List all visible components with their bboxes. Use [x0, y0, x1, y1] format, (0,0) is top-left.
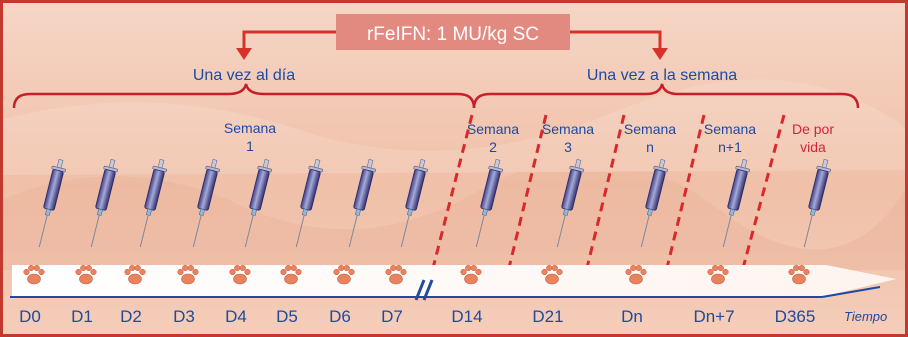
period-label-line: 3: [564, 139, 572, 155]
period-label-line: n+1: [718, 139, 742, 155]
day-label: D1: [71, 307, 93, 326]
period-label-line: Semana: [704, 121, 756, 137]
separator-5: [740, 114, 786, 273]
period-label-6: De por vida: [792, 121, 834, 155]
day-label: D4: [225, 307, 247, 326]
period-label-line: Semana: [542, 121, 594, 137]
period-label-5: Semana n+1: [704, 121, 756, 155]
dose-label: rFeIFN: 1 MU/kg SC: [367, 24, 539, 45]
day-label: D3: [173, 307, 195, 326]
timeline-axis-tail: [821, 286, 881, 298]
separator-4: [664, 114, 706, 273]
timeline-arrow: [12, 265, 896, 296]
period-separators: [430, 114, 786, 273]
arrow-head-left: [236, 48, 252, 60]
period-label-line: Semana: [224, 120, 276, 136]
period-label-line: 1: [246, 138, 254, 154]
period-label-1: Semana 1: [224, 120, 276, 154]
arrow-head-right: [652, 48, 668, 60]
separator-2: [506, 114, 548, 273]
day-label: D5: [276, 307, 298, 326]
background-texture: [0, 79, 908, 270]
day-labels: D0 D1 D2 D3 D4 D5 D6 D7 D14 D21 Dn Dn+7 D365: [19, 307, 815, 326]
day-label: D7: [381, 307, 403, 326]
phase-weekly-label: Una vez a la semana: [587, 67, 737, 84]
period-label-line: Semana: [624, 121, 676, 137]
period-label-line: 2: [489, 139, 497, 155]
period-label-2: Semana 2: [467, 121, 519, 155]
phase-arrows: [242, 30, 662, 50]
period-label-line: n: [646, 139, 654, 155]
period-label-3: Semana 3: [542, 121, 594, 155]
day-label: D14: [451, 307, 482, 326]
day-label: Dn: [621, 307, 643, 326]
day-label: D365: [775, 307, 816, 326]
brace-weekly: [472, 83, 860, 109]
phase-daily-label: Una vez al día: [193, 67, 295, 84]
period-label-line: De por: [792, 121, 834, 137]
brace-daily: [12, 83, 476, 109]
axis-label-time: Tiempo: [844, 309, 887, 324]
day-label: D6: [329, 307, 351, 326]
period-label-line: vida: [800, 139, 826, 155]
period-label-4: Semana n: [624, 121, 676, 155]
period-label-line: Semana: [467, 121, 519, 137]
day-label: D2: [120, 307, 142, 326]
dose-box: rFeIFN: 1 MU/kg SC: [336, 14, 570, 50]
day-label: D0: [19, 307, 41, 326]
period-labels: Semana 1 Semana 2 Semana 3 Semana n Semana n+1 De …: [224, 120, 834, 155]
axis-break-icon: [414, 279, 434, 301]
day-label: D21: [532, 307, 563, 326]
day-label: Dn+7: [693, 307, 734, 326]
separator-3: [584, 114, 626, 273]
separator-1: [430, 114, 474, 273]
